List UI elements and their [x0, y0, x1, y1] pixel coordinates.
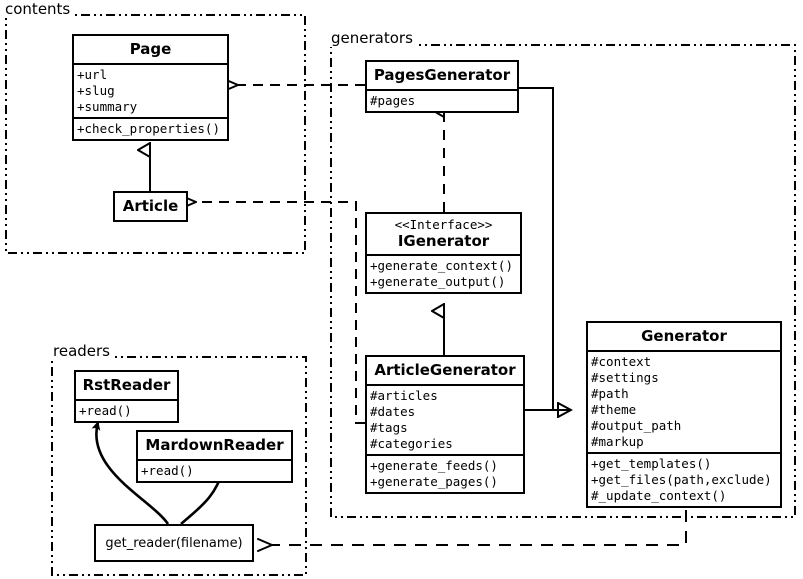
class-articlegenerator-methods: +generate_feeds() +generate_pages()	[367, 454, 523, 492]
class-mardownreader-methods: +read()	[138, 459, 291, 481]
class-page-methods: +check_properties()	[74, 117, 227, 139]
class-rstreader-method: +read()	[79, 403, 132, 418]
class-igenerator-title: IGenerator	[397, 231, 490, 250]
class-articlegenerator-attribute: #tags	[370, 420, 408, 435]
class-igenerator-methods: +generate_context() +generate_output()	[367, 253, 520, 292]
class-articlegenerator-attribute: #categories	[370, 436, 453, 451]
class-page-title: Page	[129, 40, 172, 58]
class-article[interactable]: Article	[113, 191, 188, 222]
class-generator-title: Generator	[641, 327, 727, 345]
class-page-attribute: +url	[77, 67, 108, 82]
class-articlegenerator-attribute: #dates	[370, 404, 416, 419]
class-generator-attributes: #context #settings #path #theme #output_…	[588, 350, 780, 452]
class-article-title: Article	[122, 197, 179, 215]
class-articlegenerator[interactable]: ArticleGenerator #articles #dates #tags …	[365, 355, 525, 494]
class-generator[interactable]: Generator #context #settings #path #them…	[586, 321, 782, 508]
class-rstreader-methods: +read()	[76, 399, 177, 421]
class-page-attribute: +slug	[77, 83, 115, 98]
class-articlegenerator-method: +generate_pages()	[370, 474, 498, 489]
class-articlegenerator-title: ArticleGenerator	[374, 361, 516, 379]
class-generator-attribute: #context	[591, 354, 652, 369]
function-getreader-label: get_reader(filename)	[105, 535, 243, 551]
class-generator-method: +get_files(path,exclude)	[591, 472, 772, 487]
class-page-attributes: +url +slug +summary	[74, 63, 227, 117]
class-igenerator-method: +generate_output()	[370, 273, 506, 289]
class-mardownreader-title: MardownReader	[145, 436, 284, 454]
class-rstreader-title: RstReader	[82, 376, 171, 394]
relation-pagesgenerator-generator-generalization	[519, 87, 571, 410]
class-igenerator-stereotype: <<Interface>>	[394, 217, 493, 232]
class-generator-method: +get_templates()	[591, 456, 712, 471]
class-generator-methods: +get_templates() +get_files(path,exclude…	[588, 452, 780, 506]
class-igenerator-method: +generate_context()	[370, 257, 513, 273]
class-generator-attribute: #theme	[591, 402, 637, 417]
function-getreader[interactable]: get_reader(filename)	[94, 524, 254, 562]
class-generator-attribute: #output_path	[591, 418, 682, 433]
relation-articlegenerator-article-dependency	[181, 195, 365, 424]
class-page[interactable]: Page +url +slug +summary +check_properti…	[72, 34, 229, 141]
class-pagesgenerator-attribute: #pages	[370, 93, 416, 108]
class-mardownreader[interactable]: MardownReader +read()	[136, 430, 293, 483]
class-pagesgenerator-title: PagesGenerator	[373, 66, 511, 84]
class-page-method: +check_properties()	[77, 121, 220, 136]
class-rstreader[interactable]: RstReader +read()	[74, 370, 179, 423]
class-generator-attribute: #markup	[591, 434, 644, 449]
class-articlegenerator-attributes: #articles #dates #tags #categories	[367, 384, 523, 454]
package-label-generators: generators	[330, 29, 415, 47]
class-mardownreader-method: +read()	[141, 463, 194, 478]
class-articlegenerator-method: +generate_feeds()	[370, 458, 498, 473]
class-articlegenerator-attribute: #articles	[370, 388, 438, 403]
package-label-readers: readers	[52, 342, 112, 360]
class-generator-method: #_update_context()	[591, 488, 727, 503]
class-page-attribute: +summary	[77, 99, 138, 114]
class-generator-attribute: #path	[591, 386, 629, 401]
class-pagesgenerator[interactable]: PagesGenerator #pages	[365, 60, 519, 113]
class-igenerator[interactable]: <<Interface>> IGenerator +generate_conte…	[365, 212, 522, 294]
relation-generator-getreader-dependency	[257, 510, 687, 552]
class-generator-attribute: #settings	[591, 370, 659, 385]
class-pagesgenerator-attributes: #pages	[367, 89, 517, 111]
package-label-contents: contents	[4, 0, 73, 18]
